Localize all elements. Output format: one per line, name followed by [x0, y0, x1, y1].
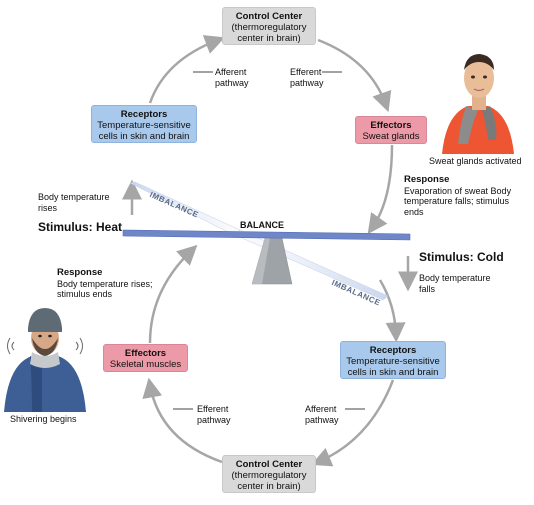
arrow-control-to-effectors-bottom [142, 377, 223, 464]
effectors-text-bottom: Skeletal muscles [109, 359, 182, 370]
receptors-title-top: Receptors [120, 109, 168, 120]
receptors-text-bottom: Temperature-sensitive cells in skin and … [346, 356, 440, 378]
response-text-bottom: Body temperature rises; stimulus ends [57, 278, 153, 300]
effectors-text-top: Sweat glands [362, 131, 420, 142]
effectors-title-top: Effectors [370, 120, 412, 131]
sweating-man-photo [442, 54, 514, 154]
receptors-box-bottom: Receptors Temperature-sensitive cells in… [340, 341, 446, 379]
response-text-top: Evaporation of sweat Body temperature fa… [404, 185, 512, 217]
efferent-label-bottom: Efferent pathway [197, 404, 231, 425]
effectors-box-bottom: Effectors Skeletal muscles [103, 344, 188, 372]
balance-label: BALANCE [240, 220, 284, 230]
effectors-title-bottom: Effectors [124, 348, 167, 359]
arrow-beam-to-receptors-bottom [378, 279, 406, 343]
body-temp-rises-label: Body temperature rises [38, 192, 110, 213]
arrow-control-to-effectors-top [317, 38, 392, 113]
response-top: Response Evaporation of sweat Body tempe… [404, 174, 524, 217]
balance-beam [122, 229, 411, 241]
control-center-box-top: Control Center (thermoregulatory center … [222, 7, 316, 45]
shivering-man-photo [4, 308, 86, 412]
control-center-box-bottom: Control Center (thermoregulatory center … [222, 455, 316, 493]
afferent-label-bottom: Afferent pathway [305, 404, 339, 425]
shiver-photo-caption: Shivering begins [10, 414, 77, 424]
response-title-top: Response [404, 174, 450, 185]
receptors-box-top: Receptors Temperature-sensitive cells in… [91, 105, 197, 143]
control-center-title-bottom: Control Center [235, 459, 303, 470]
control-center-text-top: (thermoregulatory center in brain) [231, 22, 307, 44]
receptors-text-top: Temperature-sensitive cells in skin and … [97, 120, 191, 142]
efferent-label-top: Efferent pathway [290, 67, 324, 88]
receptors-title-bottom: Receptors [369, 345, 417, 356]
effectors-box-top: Effectors Sweat glands [355, 116, 427, 144]
arrow-receptors-to-control-bottom [311, 379, 395, 467]
stimulus-heat-label: Stimulus: Heat [38, 220, 123, 234]
body-temp-falls-label: Body temperature falls [419, 273, 491, 294]
arrow-effectors-to-beam-top [367, 144, 394, 235]
control-center-title-top: Control Center [235, 11, 303, 22]
response-title-bottom: Response [57, 267, 103, 278]
afferent-label-top: Afferent pathway [215, 67, 249, 88]
sweat-photo-caption: Sweat glands activated [429, 156, 522, 166]
control-center-text-bottom: (thermoregulatory center in brain) [231, 470, 307, 492]
stimulus-cold-label: Stimulus: Cold [419, 250, 504, 264]
arrow-effectors-to-beam-bottom [148, 244, 198, 344]
response-bottom: Response Body temperature rises; stimulu… [57, 267, 167, 300]
arrow-receptors-to-control-top [148, 35, 226, 104]
